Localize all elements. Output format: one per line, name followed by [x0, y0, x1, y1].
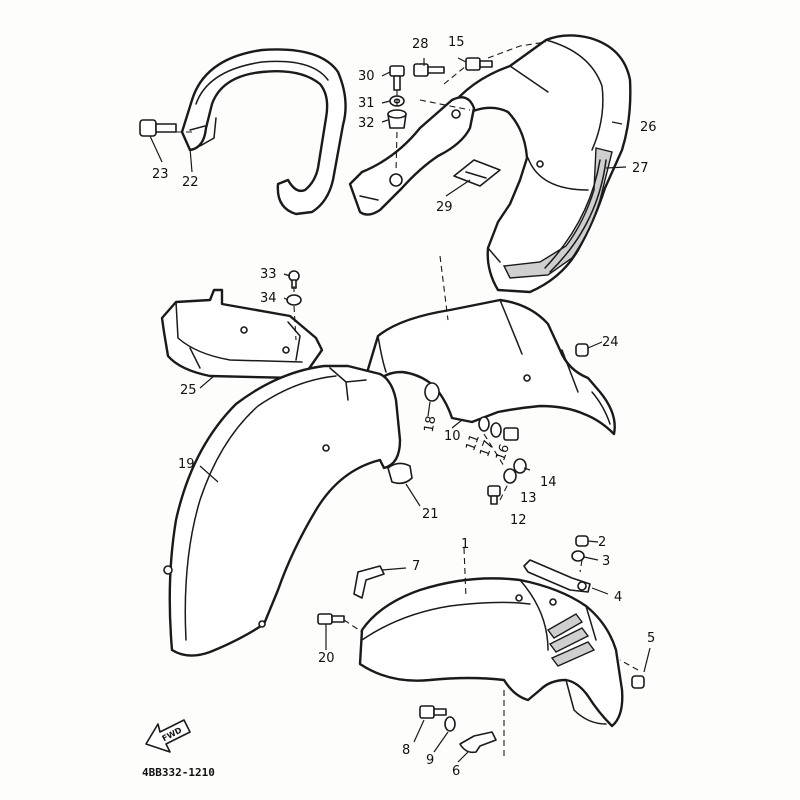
callout-7: 7 — [412, 559, 420, 574]
assembly-guide-lines — [176, 41, 639, 760]
callout-labels: 1 2 3 4 5 6 7 8 9 10 11 12 13 14 15 16 1… — [152, 35, 657, 779]
callout-24: 24 — [602, 335, 619, 350]
screw-15-part — [465, 57, 493, 71]
callout-1: 1 — [461, 537, 469, 552]
screw-33-part — [288, 270, 300, 289]
callout-25: 25 — [180, 383, 197, 398]
callout-10: 10 — [444, 429, 461, 444]
callout-31: 31 — [358, 96, 375, 111]
washer-11-part — [478, 416, 490, 432]
side-stripe-part — [502, 147, 613, 279]
grab-rail-part — [180, 48, 347, 216]
callout-22: 22 — [182, 175, 199, 190]
label-plate-29-part — [453, 159, 501, 187]
callout-11: 11 — [463, 432, 483, 453]
front-fender-part — [358, 577, 624, 728]
callout-8: 8 — [402, 743, 410, 758]
bracket-6-part — [459, 731, 497, 754]
callout-33: 33 — [260, 267, 277, 282]
callout-29: 29 — [436, 200, 453, 215]
rear-inner-fender-part — [364, 298, 616, 436]
callout-2: 2 — [598, 535, 606, 550]
grommet-18-part — [424, 382, 440, 402]
callout-15: 15 — [448, 35, 465, 50]
fender-vent-slats — [546, 613, 596, 667]
drawing-code: 4BB332-1210 — [142, 766, 215, 779]
collar-17-part — [490, 422, 502, 438]
rear-splash-fender-part — [163, 364, 402, 657]
callout-14: 14 — [540, 475, 557, 490]
callout-27: 27 — [632, 161, 649, 176]
callout-16: 16 — [493, 442, 513, 463]
callout-5: 5 — [647, 631, 655, 646]
callout-20: 20 — [318, 651, 335, 666]
callout-13: 13 — [520, 491, 537, 506]
washer-14-part — [513, 458, 527, 474]
nut-24-part — [575, 343, 589, 357]
washer-9-part — [444, 716, 456, 732]
callout-9: 9 — [426, 753, 434, 768]
callout-17: 17 — [477, 438, 497, 459]
leader-lines — [149, 57, 651, 763]
callout-12: 12 — [510, 513, 527, 528]
bolt-8-part — [419, 705, 447, 719]
collar-13-part — [503, 468, 517, 484]
callout-21: 21 — [422, 507, 439, 522]
seat-bracket-part — [348, 96, 476, 216]
bolt-12-part — [487, 485, 501, 505]
callout-3: 3 — [602, 554, 610, 569]
callout-4: 4 — [614, 590, 622, 605]
clip-21-part — [387, 462, 413, 485]
bolt-23-part — [139, 119, 177, 137]
bracket-7-part — [353, 565, 385, 599]
stay-4-part — [523, 559, 591, 593]
forward-arrow-icon: FWD — [145, 719, 191, 753]
electrical-tray-part — [160, 288, 324, 380]
callout-19: 19 — [178, 457, 195, 472]
callout-6: 6 — [452, 764, 460, 779]
callout-28: 28 — [412, 37, 429, 52]
washer-3-part — [571, 550, 585, 562]
callout-18: 18 — [422, 415, 440, 434]
callout-23: 23 — [152, 167, 169, 182]
bolt-16-part — [503, 427, 519, 441]
screw-28-part — [413, 63, 445, 77]
callout-32: 32 — [358, 116, 375, 131]
callout-26: 26 — [640, 120, 657, 135]
bolt-20-part — [317, 613, 345, 625]
callout-34: 34 — [260, 291, 277, 306]
bolt-5-part — [631, 675, 645, 689]
bolt-30-part — [389, 65, 405, 91]
grommet-32-part — [387, 109, 407, 129]
grommet-34-part — [286, 294, 302, 306]
nut-2-part — [575, 535, 589, 547]
callout-30: 30 — [358, 69, 375, 84]
